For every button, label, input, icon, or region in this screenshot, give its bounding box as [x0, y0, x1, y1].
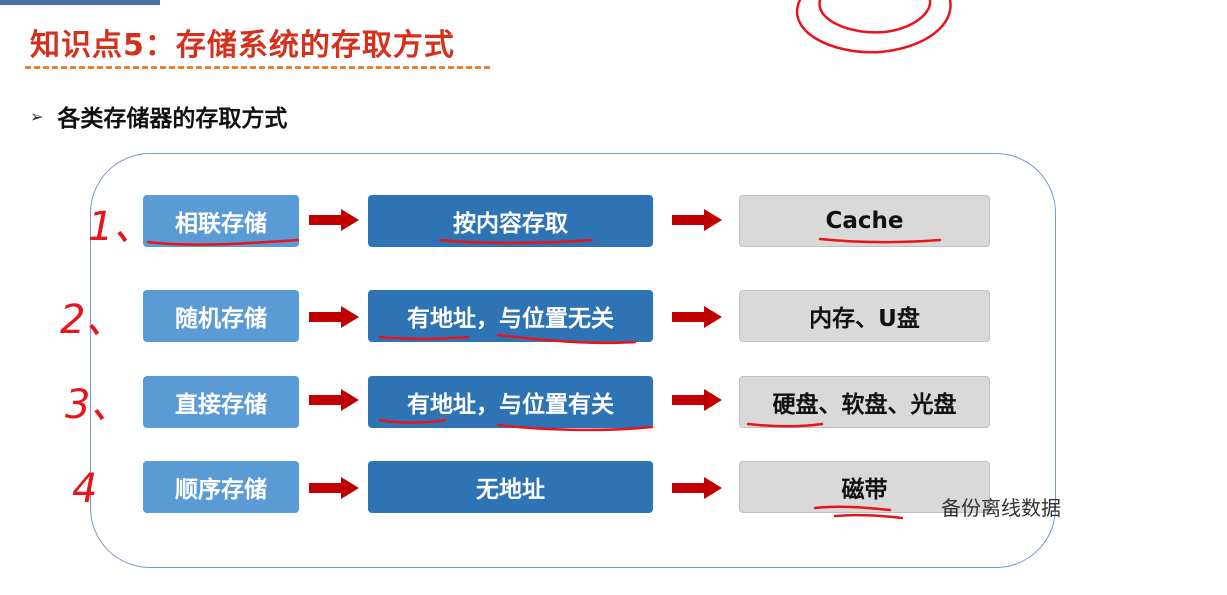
diagram-frame	[90, 153, 1056, 568]
type-box-associative: 相联存储	[143, 195, 299, 247]
scribble-circle	[818, 0, 932, 34]
rule-box-random: 有地址，与位置无关	[368, 290, 653, 342]
arrow-icon	[309, 306, 359, 328]
arrow-icon	[672, 306, 722, 328]
type-box-random: 随机存储	[143, 290, 299, 342]
title-underline	[25, 66, 490, 69]
arrow-icon	[672, 209, 722, 231]
scribble-circle	[795, 0, 952, 54]
rule-box-associative: 按内容存取	[368, 195, 653, 247]
bullet-text: 各类存储器的存取方式	[57, 106, 288, 132]
arrow-icon	[672, 389, 722, 411]
rule-box-sequential: 无地址	[368, 461, 653, 513]
arrow-icon	[309, 209, 359, 231]
page-title: 知识点5：存储系统的存取方式	[30, 28, 455, 63]
watermark-text: 备份离线数据	[941, 496, 1061, 520]
type-box-direct: 直接存储	[143, 376, 299, 428]
bullet-line: ➢ 各类存储器的存取方式	[30, 100, 287, 132]
top-accent-bar	[0, 0, 160, 5]
arrow-icon	[309, 389, 359, 411]
bullet-arrow-icon: ➢	[30, 106, 44, 126]
example-box-random: 内存、U盘	[739, 290, 990, 342]
arrow-icon	[672, 477, 722, 499]
example-box-sequential: 磁带	[739, 461, 990, 513]
arrow-icon	[309, 477, 359, 499]
example-box-direct: 硬盘、软盘、光盘	[739, 376, 990, 428]
type-box-sequential: 顺序存储	[143, 461, 299, 513]
rule-box-direct: 有地址，与位置有关	[368, 376, 653, 428]
example-box-associative: Cache	[739, 195, 990, 247]
